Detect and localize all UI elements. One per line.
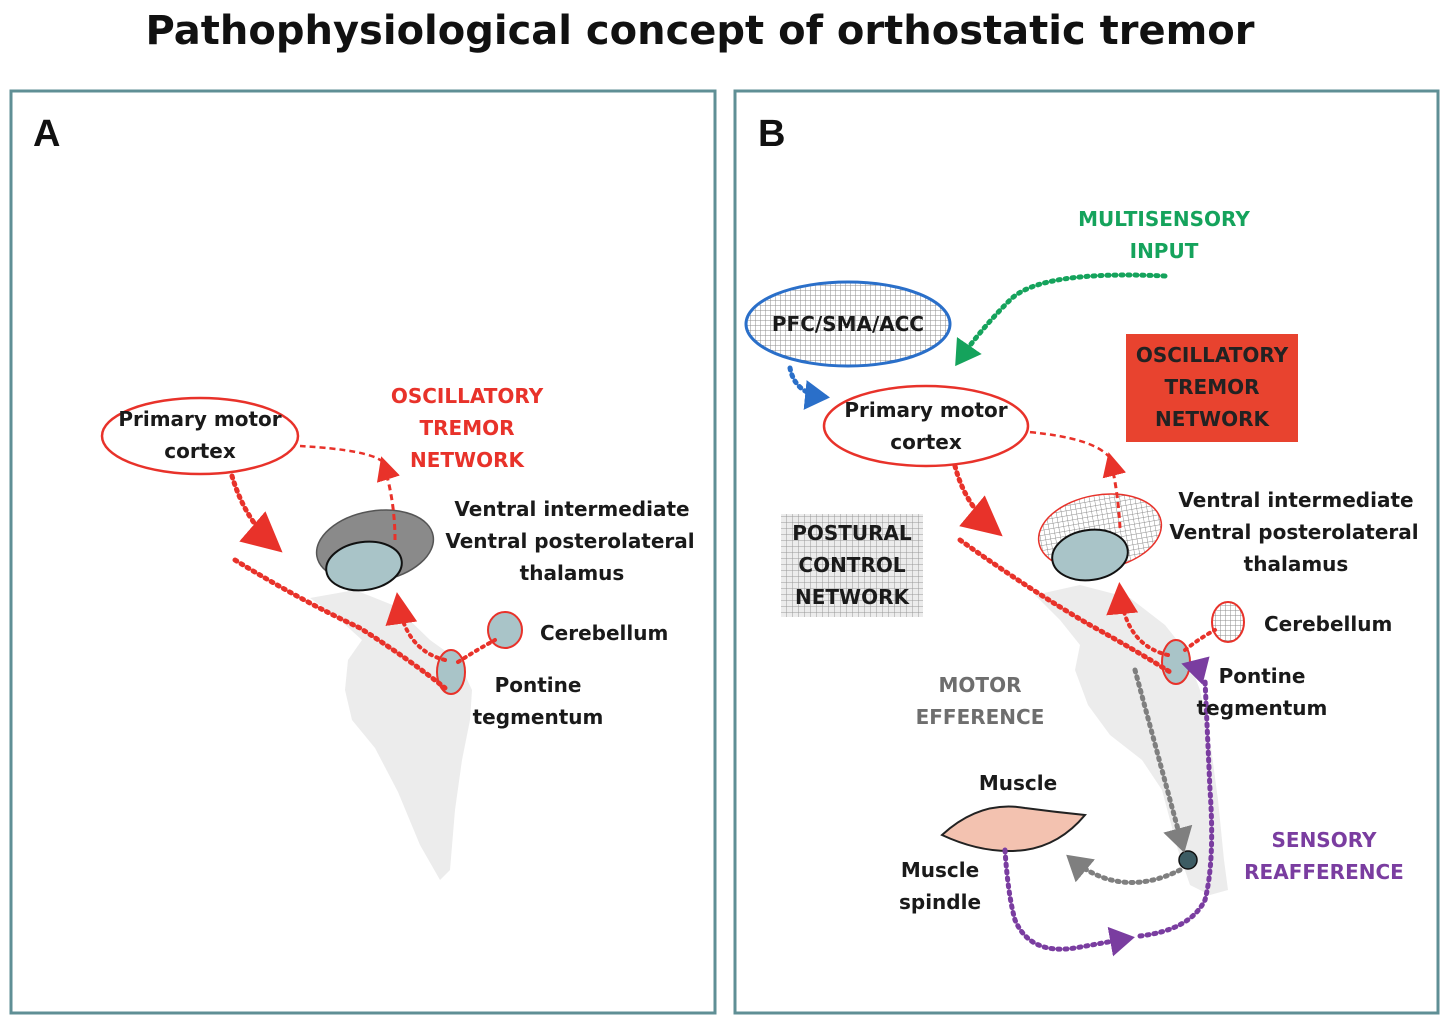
b-thalamic-nucleus-ellipse xyxy=(1051,528,1129,582)
pfc-label: PFC/SMA/ACC xyxy=(772,312,924,336)
sensory-reafference-path xyxy=(1002,847,1135,957)
panel-a: A OSCILLATORY TREMOR NETWORK Primary mot… xyxy=(9,89,717,1015)
panel-a-letter: A xyxy=(33,113,60,155)
motor-efference-line2: EFFERENCE xyxy=(916,705,1045,729)
b-thalamus-line3: thalamus xyxy=(1244,552,1349,576)
multisensory-label: MULTISENSORY INPUT xyxy=(1078,207,1250,263)
muscle-shape xyxy=(940,805,1087,852)
sensory-line1: SENSORY xyxy=(1272,828,1378,852)
motor-efference-line1: MOTOR xyxy=(939,673,1022,697)
sensory-line2: REAFFERENCE xyxy=(1244,860,1404,884)
a-thalamus-label: Ventral intermediate Ventral posterolate… xyxy=(445,497,694,585)
panel-b: B PFC/SMA/ACC xyxy=(733,89,1440,1015)
a-thalamus-line2: Ventral posterolateral xyxy=(445,529,694,553)
b-network-label: OSCILLATORY TREMOR NETWORK xyxy=(1136,343,1289,431)
b-tremor-path-pontine-cerebellum xyxy=(1183,628,1217,652)
b-pontine-ellipse xyxy=(1161,639,1191,685)
tremor-path-pontine-cerebellum xyxy=(456,638,497,664)
sensory-reafference-label: SENSORY REAFFERENCE xyxy=(1244,828,1404,884)
a-cerebellum-label: Cerebellum xyxy=(540,621,668,645)
b-cerebellum-label: Cerebellum xyxy=(1264,612,1392,636)
pfc-ellipse xyxy=(744,280,952,368)
spindle-line1: Muscle xyxy=(901,858,979,882)
a-network-line1: OSCILLATORY xyxy=(391,384,544,408)
thalamic-nucleus-ellipse xyxy=(325,540,403,592)
brainstem-silhouette xyxy=(310,590,472,880)
a-pontine-line2: tegmentum xyxy=(473,705,604,729)
panel-b-letter: B xyxy=(758,113,785,155)
b-tremor-arrow-pontine-to-thalamus xyxy=(1106,582,1170,657)
sensory-reafference-arrow-head xyxy=(1181,656,1210,685)
muscle-label: Muscle xyxy=(979,771,1057,795)
b-network-line2: TREMOR xyxy=(1164,375,1259,399)
b-tremor-arrow-cortex-down xyxy=(952,463,1003,537)
postural-line2: CONTROL xyxy=(798,553,905,577)
multisensory-arrow xyxy=(955,272,1168,367)
b-tremor-path-to-cortex xyxy=(1027,430,1111,459)
cortex-ellipse xyxy=(100,396,300,476)
a-network-line3: NETWORK xyxy=(410,448,526,472)
tremor-arrow-thalamus-up xyxy=(376,456,400,541)
a-cortex-line2: cortex xyxy=(164,439,236,463)
b-cortex-label: Primary motor cortex xyxy=(844,398,1007,454)
a-cortex-line1: Primary motor xyxy=(118,407,281,431)
pfc-to-cortex-arrow xyxy=(787,365,830,410)
postural-network-box xyxy=(781,514,923,617)
tremor-arrow-cortex-to-thalamus xyxy=(229,473,283,553)
b-cortex-ellipse xyxy=(822,384,1030,468)
b-tremor-arrow-thalamus-up xyxy=(1102,452,1127,529)
sensory-reafference-ascending xyxy=(1137,677,1215,939)
b-tremor-path-to-pontine xyxy=(957,537,1173,675)
multisensory-line1: MULTISENSORY xyxy=(1078,207,1250,231)
b-cerebellum-ellipse xyxy=(1211,601,1245,643)
b-pontine-label: Pontine tegmentum xyxy=(1197,664,1328,720)
b-thalamus-line2: Ventral posterolateral xyxy=(1169,520,1418,544)
figure-title: Pathophysiological concept of orthostati… xyxy=(146,8,1255,54)
b-thalamus-line1: Ventral intermediate xyxy=(1178,488,1413,512)
tremor-path-to-pontine xyxy=(232,557,448,691)
spindle-label: Muscle spindle xyxy=(899,858,981,914)
motor-efference-label: MOTOR EFFERENCE xyxy=(916,673,1045,729)
tremor-network-box xyxy=(1126,334,1298,442)
postural-line1: POSTURAL xyxy=(792,521,912,545)
tremor-path-thalamus-to-cortex xyxy=(299,444,384,463)
cerebellum-ellipse xyxy=(487,611,523,649)
multisensory-line2: INPUT xyxy=(1130,239,1199,263)
a-pontine-line1: Pontine xyxy=(495,673,582,697)
b-pontine-line1: Pontine xyxy=(1219,664,1306,688)
postural-line3: NETWORK xyxy=(795,585,911,609)
b-network-line1: OSCILLATORY xyxy=(1136,343,1289,367)
a-network-label: OSCILLATORY TREMOR NETWORK xyxy=(391,384,544,472)
a-cortex-label: Primary motor cortex xyxy=(118,407,281,463)
tremor-arrow-pontine-to-thalamus xyxy=(385,592,447,662)
a-network-line2: TREMOR xyxy=(419,416,514,440)
spindle-line2: spindle xyxy=(899,890,981,914)
motor-efference-arrow-to-muscle xyxy=(1066,854,1183,885)
a-pontine-label: Pontine tegmentum xyxy=(473,673,604,729)
pontine-ellipse xyxy=(436,649,466,695)
b-network-line3: NETWORK xyxy=(1155,407,1271,431)
b-thalamus-label: Ventral intermediate Ventral posterolate… xyxy=(1169,488,1418,576)
a-thalamus-line3: thalamus xyxy=(520,561,625,585)
a-thalamus-line1: Ventral intermediate xyxy=(454,497,689,521)
b-cortex-line1: Primary motor xyxy=(844,398,1007,422)
b-pontine-line2: tegmentum xyxy=(1197,696,1328,720)
b-cortex-line2: cortex xyxy=(890,430,962,454)
motor-efference-arrow-down xyxy=(1132,667,1193,853)
spinal-neuron xyxy=(1178,850,1198,870)
postural-label: POSTURAL CONTROL NETWORK xyxy=(792,521,912,609)
